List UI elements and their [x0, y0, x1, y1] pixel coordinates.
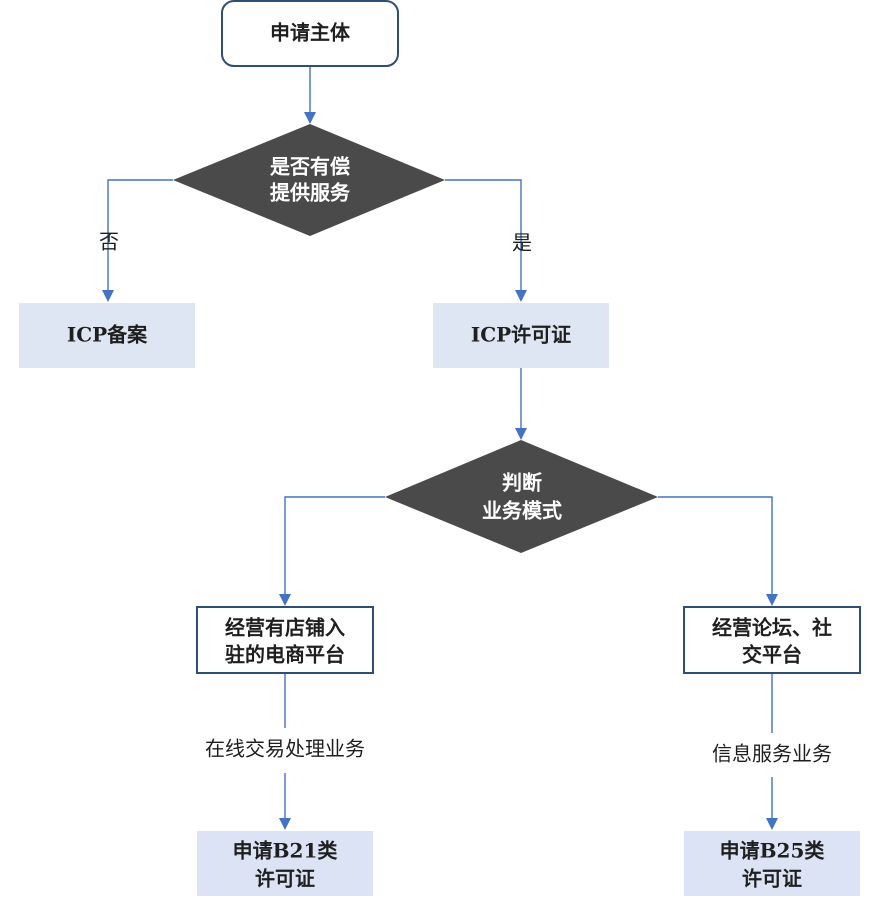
arrowhead	[515, 428, 527, 440]
decision-mode-line2: 业务模式	[482, 499, 562, 523]
start-label: 申请主体	[270, 21, 351, 45]
start-node: 申请主体	[221, 0, 399, 67]
forum-social-node: 经营论坛、社 交平台	[683, 606, 861, 674]
ecommerce-platform-node: 经营有店铺入 驻的电商平台	[196, 606, 374, 674]
decision-mode-line1: 判断	[502, 471, 542, 495]
icp-record-node: ICP备案	[19, 303, 195, 368]
connector-mode-to-forum	[658, 496, 773, 596]
b21-line2: 许可证	[255, 867, 315, 891]
b25-license-node: 申请B25类 许可证	[684, 831, 860, 896]
arrowhead	[102, 290, 114, 302]
connector-decision-to-icp-record	[107, 179, 173, 292]
b21-license-node: 申请B21类 许可证	[197, 831, 373, 896]
ecommerce-line2: 驻的电商平台	[225, 643, 345, 667]
arrowhead	[766, 818, 778, 830]
decision-paid-service: 是否有偿 提供服务	[173, 124, 445, 236]
edge-label-online-trade: 在线交易处理业务	[205, 737, 365, 761]
arrowhead	[304, 112, 316, 124]
forum-line2: 交平台	[742, 643, 802, 667]
b25-line1: 申请B25类	[720, 839, 825, 863]
forum-line1: 经营论坛、社	[712, 616, 832, 640]
icp-license-node: ICP许可证	[433, 303, 609, 368]
icp-license-label: ICP许可证	[471, 323, 571, 347]
ecommerce-line1: 经营有店铺入	[225, 616, 345, 640]
decision-business-mode: 判断 业务模式	[385, 440, 658, 553]
arrowhead	[279, 818, 291, 830]
arrowhead	[766, 594, 778, 606]
edge-label-no: 否	[99, 230, 119, 254]
edge-label-info-service: 信息服务业务	[712, 742, 832, 766]
edge-label-yes: 是	[512, 231, 532, 255]
connector-mode-to-ecommerce	[284, 496, 385, 596]
b21-line1: 申请B21类	[233, 839, 338, 863]
connector-decision-to-icp-license	[445, 179, 522, 292]
arrowhead	[279, 594, 291, 606]
decision-paid-line2: 提供服务	[270, 181, 351, 205]
decision-paid-line1: 是否有偿	[269, 155, 350, 179]
arrowhead	[515, 290, 527, 302]
icp-record-label: ICP备案	[67, 323, 148, 347]
b25-line2: 许可证	[742, 867, 802, 891]
